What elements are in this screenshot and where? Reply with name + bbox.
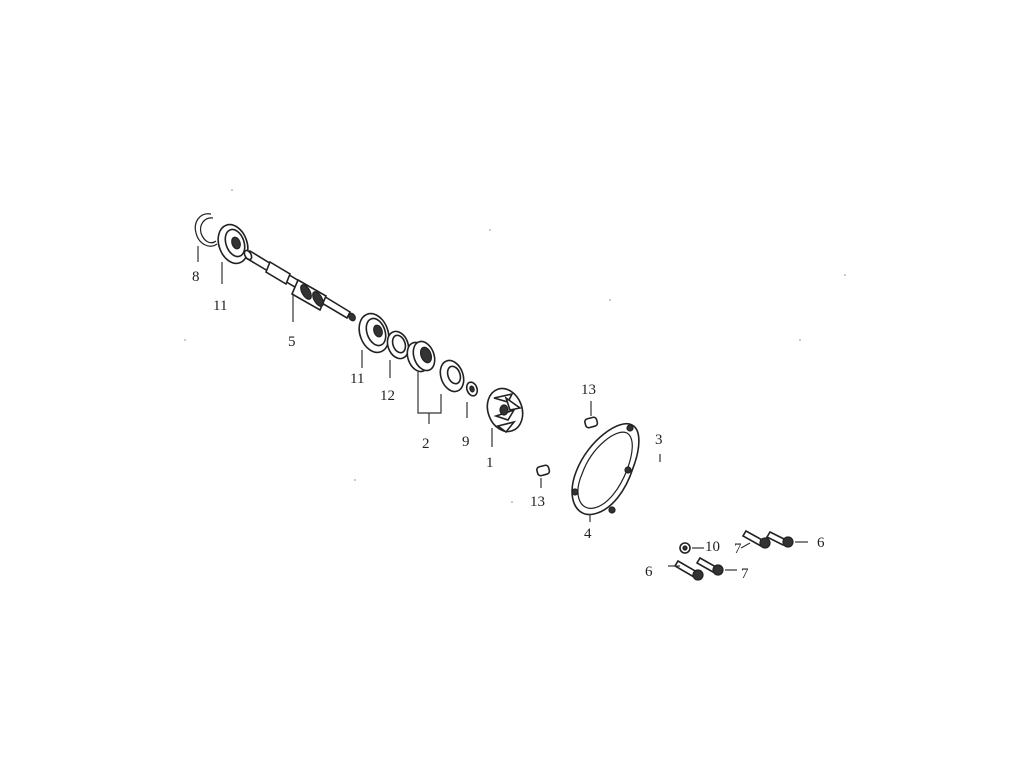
callout-mechanical-seal: 2 (422, 436, 430, 452)
callout-bolt-lower-a: 6 (645, 564, 653, 580)
callout-bearing-inner: 11 (350, 371, 364, 387)
circlip-part (194, 213, 218, 262)
callout-dowel-lower: 13 (530, 494, 545, 510)
callout-dowel-upper: 13 (581, 382, 596, 398)
oil-seal-part (386, 330, 410, 378)
callout-oil-seal: 12 (380, 388, 395, 404)
callout-bearing-outer: 11 (213, 298, 227, 314)
dowel-lower-part (536, 464, 551, 488)
scan-specks (184, 189, 846, 503)
washer-bolt-part (679, 542, 704, 554)
callout-washer: 9 (462, 434, 470, 450)
bearing-inner-part (358, 312, 390, 368)
bolt-lower-b-part (695, 556, 737, 576)
dowel-upper-part (584, 401, 599, 429)
callout-bolt-lower-b: 7 (741, 566, 749, 582)
callout-bolt-upper-b: 6 (817, 535, 825, 551)
callout-gasket: 4 (584, 526, 592, 542)
washer-part (465, 381, 479, 418)
callout-shaft: 5 (288, 334, 296, 350)
callout-bolt-upper-a: 7 (734, 541, 742, 557)
shaft-part (243, 249, 356, 322)
callout-washer-bolt: 10 (705, 539, 720, 555)
bearing-outer-part (217, 223, 249, 284)
gasket-part (571, 422, 640, 522)
impeller-part (486, 387, 524, 447)
callout-impeller: 1 (486, 455, 494, 471)
bolt-upper-a-part (740, 529, 771, 549)
bolt-lower-a-part (668, 559, 704, 581)
callout-circlip: 8 (192, 269, 200, 285)
mechanical-seal-part (406, 340, 465, 424)
bolt-upper-b-part (765, 530, 808, 548)
callout-cover: 3 (655, 432, 663, 448)
